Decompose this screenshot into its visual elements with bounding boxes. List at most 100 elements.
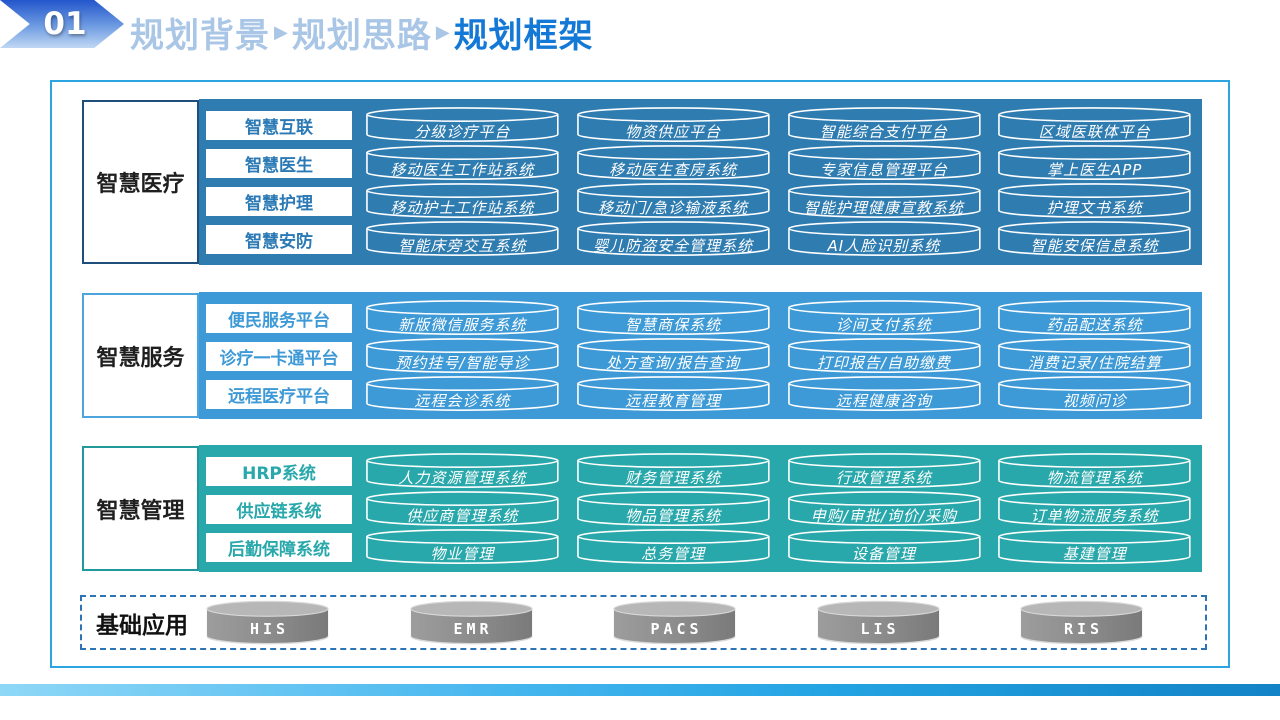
section-panel: 智慧互联分级诊疗平台物资供应平台智能综合支付平台区域医联体平台智慧医生移动医生工… xyxy=(199,99,1202,265)
section-title: 智慧管理 xyxy=(96,498,185,524)
system-row: 诊疗一卡通平台预约挂号/智能导诊处方查询/报告查询打印报告/自助缴费消费记录/住… xyxy=(206,337,1202,375)
row-category-label: 便民服务平台 xyxy=(206,303,352,333)
cylinder-strip: 物业管理总务管理设备管理基建管理 xyxy=(365,528,1192,566)
system-name: 供应商管理系统 xyxy=(406,506,519,525)
database-cylinder-icon xyxy=(409,600,533,645)
cylinder-shape-icon xyxy=(997,182,1192,220)
cylinder-strip: 分级诊疗平台物资供应平台智能综合支付平台区域医联体平台 xyxy=(365,106,1192,144)
cylinder-shape-icon xyxy=(365,337,560,375)
system-cylinder: 智能综合支付平台 xyxy=(787,106,982,144)
base-database-cylinder: PACS xyxy=(611,599,738,646)
cylinder-shape-icon xyxy=(576,182,771,220)
system-name: 视频问诊 xyxy=(1062,391,1127,410)
system-cylinder: 远程教育管理 xyxy=(576,375,771,413)
row-category-label: 智慧互联 xyxy=(206,110,352,140)
system-cylinder: 掌上医生APP xyxy=(997,144,1192,182)
cylinder-shape-icon xyxy=(787,182,982,220)
breadcrumb-item-approach[interactable]: 规划思路 xyxy=(291,15,432,56)
system-row: 供应链系统 供应商管理系统 物品管理系统 申购/审批/询价/采购 订单物流服务系统 xyxy=(206,490,1202,528)
system-cylinder: 行政管理系统 xyxy=(787,452,982,490)
system-cylinder: 财务管理系统 xyxy=(576,452,771,490)
system-cylinder: 移动医生工作站系统 xyxy=(365,144,560,182)
cylinder-strip: 移动医生工作站系统移动医生查房系统专家信息管理平台掌上医生APP xyxy=(365,144,1192,182)
cylinder-shape-icon xyxy=(997,528,1192,566)
system-name: 移动医生查房系统 xyxy=(609,160,738,179)
system-cylinder: 智慧商保系统 xyxy=(576,299,771,337)
system-name: 远程健康咨询 xyxy=(835,391,932,410)
cylinder-shape-icon xyxy=(576,375,771,413)
cylinder-shape-icon xyxy=(576,490,771,528)
system-cylinder: 供应商管理系统 xyxy=(365,490,560,528)
section-title-box: 智慧医疗 xyxy=(82,100,199,264)
cylinder-shape-icon xyxy=(365,490,560,528)
breadcrumb-item-framework[interactable]: 规划框架 xyxy=(453,15,594,56)
system-cylinder: 人力资源管理系统 xyxy=(365,452,560,490)
system-row: 智慧医生移动医生工作站系统移动医生查房系统专家信息管理平台掌上医生APP xyxy=(206,144,1202,182)
system-name: 物品管理系统 xyxy=(625,506,722,525)
system-cylinder: 药品配送系统 xyxy=(997,299,1192,337)
row-category-label: 后勤保障系统 xyxy=(206,532,352,562)
system-name: 移动医生工作站系统 xyxy=(390,160,535,179)
system-name: 掌上医生APP xyxy=(1046,160,1143,179)
cylinder-shape-icon xyxy=(997,375,1192,413)
system-cylinder: 物流管理系统 xyxy=(997,452,1192,490)
system-name: 远程会诊系统 xyxy=(414,391,511,410)
row-category-label: 远程医疗平台 xyxy=(206,379,352,409)
cylinder-shape-icon xyxy=(365,299,560,337)
system-name: 远程教育管理 xyxy=(625,391,722,410)
cylinder-shape-icon xyxy=(576,528,771,566)
row-category-label: 智慧安防 xyxy=(206,224,352,254)
system-cylinder: 消费记录/住院结算 xyxy=(997,337,1192,375)
cylinder-shape-icon xyxy=(576,144,771,182)
system-name: 智能综合支付平台 xyxy=(819,122,948,141)
system-cylinder: 总务管理 xyxy=(576,528,771,566)
cylinder-shape-icon xyxy=(365,452,560,490)
system-name: 申购/审批/询价/采购 xyxy=(810,506,957,525)
system-cylinder: 诊间支付系统 xyxy=(787,299,982,337)
base-database-cylinder: RIS xyxy=(1018,599,1145,646)
section-title-box: 智慧管理 xyxy=(82,446,199,571)
cylinder-strip: 人力资源管理系统财务管理系统行政管理系统物流管理系统 xyxy=(365,452,1192,490)
system-cylinder: 申购/审批/询价/采购 xyxy=(787,490,982,528)
section-number-badge: 01 xyxy=(0,0,124,48)
system-row: 便民服务平台 新版微信服务系统 智慧商保系统诊间支付系统 药品配送系统 xyxy=(206,299,1202,337)
system-row: 智慧互联分级诊疗平台物资供应平台智能综合支付平台区域医联体平台 xyxy=(206,106,1202,144)
system-cylinder: 物资供应平台 xyxy=(576,106,771,144)
cylinder-shape-icon xyxy=(997,144,1192,182)
system-name: 移动护士工作站系统 xyxy=(390,198,535,217)
cylinder-shape-icon xyxy=(365,375,560,413)
system-cylinder: 远程会诊系统 xyxy=(365,375,560,413)
breadcrumb-item-background[interactable]: 规划背景 xyxy=(130,15,270,56)
system-name: AI人脸识别系统 xyxy=(827,236,941,255)
row-category-label: 智慧护理 xyxy=(206,186,352,216)
system-cylinder: 打印报告/自助缴费 xyxy=(787,337,982,375)
cylinder-shape-icon xyxy=(576,337,771,375)
system-cylinder: 移动门/急诊输液系统 xyxy=(576,182,771,220)
system-cylinder: 订单物流服务系统 xyxy=(997,490,1192,528)
section-title: 智慧服务 xyxy=(96,345,185,371)
cylinder-shape-icon xyxy=(787,528,982,566)
system-cylinder: 婴儿防盗安全管理系统 xyxy=(576,220,771,258)
system-name: 新版微信服务系统 xyxy=(398,315,527,334)
cylinder-strip: 新版微信服务系统 智慧商保系统诊间支付系统 药品配送系统 xyxy=(365,299,1192,337)
system-cylinder: 智能安保信息系统 xyxy=(997,220,1192,258)
cylinder-strip: 预约挂号/智能导诊处方查询/报告查询打印报告/自助缴费消费记录/住院结算 xyxy=(365,337,1192,375)
cylinder-shape-icon xyxy=(576,106,771,144)
cylinder-strip: 供应商管理系统 物品管理系统 申购/审批/询价/采购 订单物流服务系统 xyxy=(365,490,1192,528)
system-name: 处方查询/报告查询 xyxy=(606,353,741,372)
system-row: HRP系统人力资源管理系统财务管理系统行政管理系统物流管理系统 xyxy=(206,452,1202,490)
system-name: 智能床旁交互系统 xyxy=(398,236,527,255)
cylinder-strip: 智能床旁交互系统 婴儿防盗安全管理系统 AI人脸识别系统 智能安保信息系统 xyxy=(365,220,1192,258)
system-cylinder: 护理文书系统 xyxy=(997,182,1192,220)
row-category-label: 诊疗一卡通平台 xyxy=(206,341,352,371)
base-section-title: 基础应用 xyxy=(96,612,188,639)
system-name: 药品配送系统 xyxy=(1046,315,1143,334)
cylinder-shape-icon xyxy=(576,220,771,258)
row-category-label: 供应链系统 xyxy=(206,494,352,524)
base-database-cylinder: EMR xyxy=(408,599,535,646)
system-cylinder: 移动护士工作站系统 xyxy=(365,182,560,220)
system-name: 护理文书系统 xyxy=(1046,198,1143,217)
arrow-separator-icon: ▶ xyxy=(435,21,450,43)
